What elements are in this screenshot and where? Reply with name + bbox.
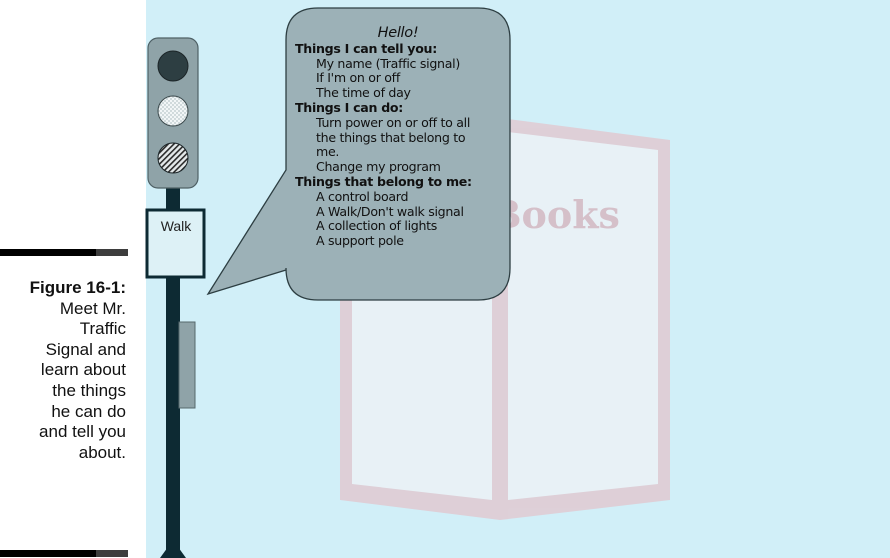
pole-base xyxy=(160,540,186,558)
section-heading: Things that belong to me: xyxy=(286,175,506,190)
list-item: The time of day xyxy=(286,86,506,101)
walk-label: Walk xyxy=(149,218,203,234)
section-heading: Things I can tell you: xyxy=(286,42,506,57)
list-item: Change my program xyxy=(286,160,506,175)
list-item: A collection of lights xyxy=(286,219,506,234)
list-item: me. xyxy=(286,145,506,160)
list-item: Turn power on or off to all xyxy=(286,116,506,131)
list-item: If I'm on or off xyxy=(286,71,506,86)
list-item: the things that belong to xyxy=(286,131,506,146)
list-item: A Walk/Don't walk signal xyxy=(286,205,506,220)
greeting: Hello! xyxy=(286,26,506,41)
bottom-light xyxy=(158,143,188,173)
speech-bubble-text: Hello! Things I can tell you: My name (T… xyxy=(286,26,506,249)
control-board xyxy=(179,322,195,408)
top-light-off xyxy=(158,51,188,81)
section-heading: Things I can do: xyxy=(286,101,506,116)
middle-light xyxy=(158,96,188,126)
list-item: A support pole xyxy=(286,234,506,249)
list-item: A control board xyxy=(286,190,506,205)
list-item: My name (Traffic signal) xyxy=(286,57,506,72)
